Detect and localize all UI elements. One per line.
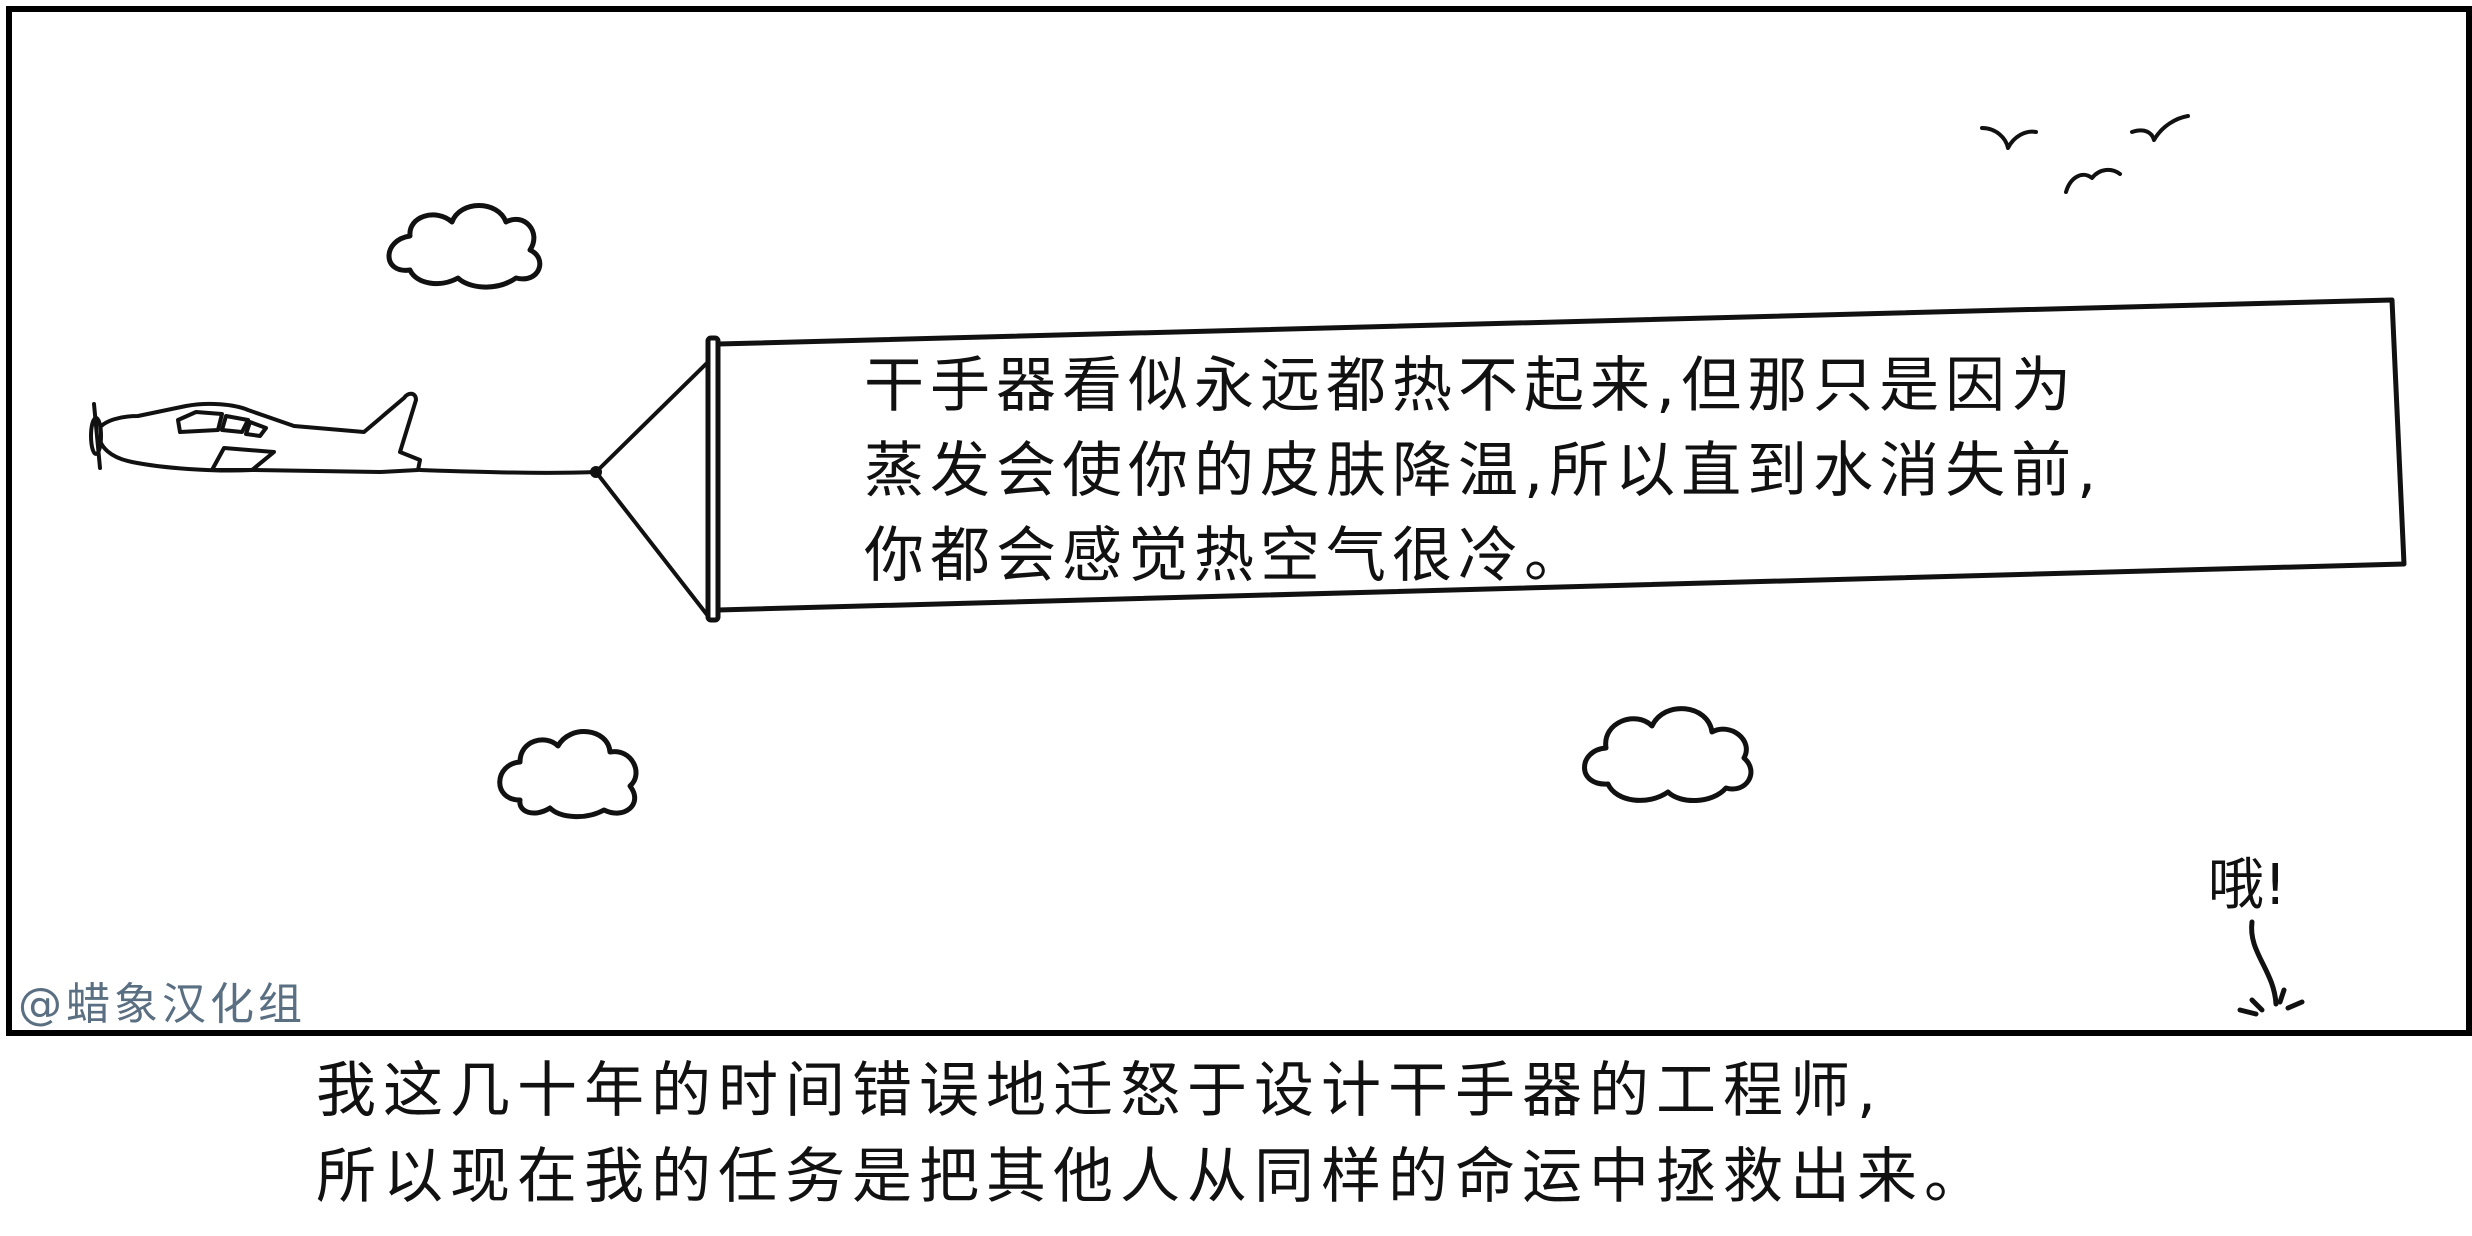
airplane-icon [89,391,422,474]
exclamation-text: 哦! [2208,853,2287,918]
caption-line: 所以现在我的任务是把其他人从同样的命运中拯救出来。 [316,1142,1991,1212]
cloud-icon [497,729,639,819]
speech-tail [2237,919,2305,1017]
banner-line: 蒸发会使你的皮肤降温,所以直到水消失前, [864,436,2103,506]
comic-panel: 干手器看似永远都热不起来,但那只是因为 蒸发会使你的皮肤降温,所以直到水消失前,… [6,6,2472,1036]
sky-scene [89,114,2407,1017]
tow-rope [418,360,710,618]
cloud-icon [1582,706,1754,804]
banner-shape [705,297,2407,623]
bird-icon [2130,114,2190,142]
caption-line: 我这几十年的时间错误地迁怒于设计干手器的工程师, [316,1056,1884,1126]
bird-icon [1980,126,2038,150]
banner-text: 干手器看似永远都热不起来,但那只是因为 蒸发会使你的皮肤降温,所以直到水消失前,… [864,344,2244,599]
caption: 我这几十年的时间错误地迁怒于设计干手器的工程师, 所以现在我的任务是把其他人从同… [316,1048,2316,1220]
bird-icon [2064,167,2122,194]
watermark-text: @蜡象汉化组 [18,979,306,1030]
banner-line: 你都会感觉热空气很冷。 [864,521,1590,591]
banner-line: 干手器看似永远都热不起来,但那只是因为 [864,351,2078,421]
cloud-icon [386,203,543,290]
